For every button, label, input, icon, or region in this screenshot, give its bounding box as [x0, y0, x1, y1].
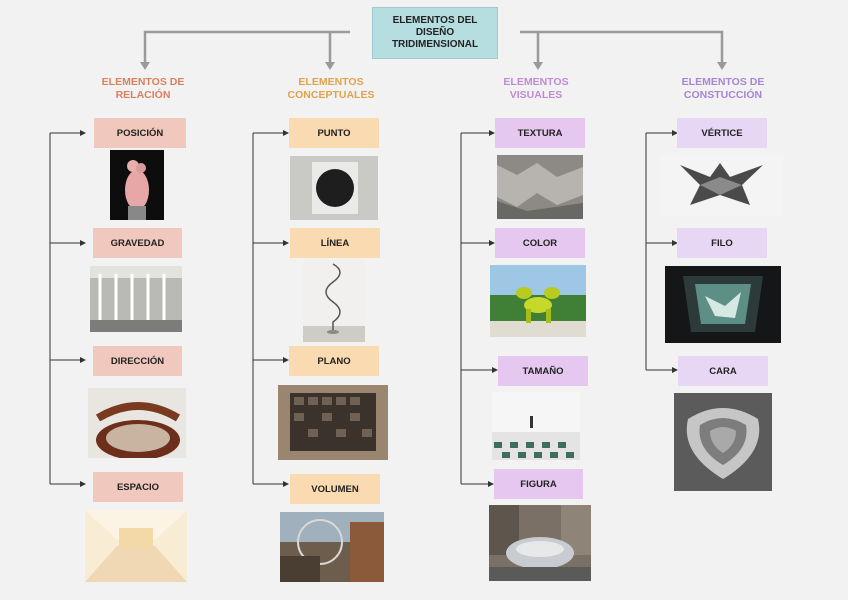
linea-image: [303, 260, 365, 342]
plano-image: [278, 385, 388, 460]
punto-image: [290, 156, 378, 220]
gravedad-image: [90, 266, 182, 332]
posicion-image: [110, 150, 164, 220]
filo-image: [665, 266, 781, 343]
item-tamano: TAMAÑO: [498, 356, 588, 386]
item-posicion: POSICIÓN: [94, 118, 186, 148]
item-textura: TEXTURA: [495, 118, 585, 148]
category-relacion: ELEMENTOS DE RELACIÓN: [101, 76, 185, 101]
category-construccion: ELEMENTOS DE CONSTUCCIÓN: [681, 76, 765, 101]
item-espacio: ESPACIO: [93, 472, 183, 502]
category-conceptuales: ELEMENTOS CONCEPTUALES: [287, 76, 375, 101]
item-volumen: VOLUMEN: [290, 474, 380, 504]
textura-image: [497, 155, 583, 219]
root-node: ELEMENTOS DEL DISEÑO TRIDIMENSIONAL: [372, 7, 498, 59]
item-figura: FIGURA: [494, 469, 583, 499]
direccion-image: [88, 388, 186, 458]
item-vertice: VÉRTICE: [677, 118, 767, 148]
figura-image: [489, 505, 591, 581]
vertice-image: [660, 155, 783, 216]
item-linea: LÍNEA: [290, 228, 380, 258]
item-direccion: DIRECCIÓN: [93, 346, 182, 376]
item-cara: CARA: [678, 356, 768, 386]
volumen-image: [280, 512, 384, 582]
item-filo: FILO: [677, 228, 767, 258]
item-plano: PLANO: [289, 346, 379, 376]
item-punto: PUNTO: [289, 118, 379, 148]
tamano-image: [492, 392, 580, 460]
category-visuales: ELEMENTOS VISUALES: [503, 76, 569, 101]
cara-image: [674, 393, 772, 491]
item-gravedad: GRAVEDAD: [93, 228, 182, 258]
espacio-image: [85, 510, 187, 582]
item-color: COLOR: [495, 228, 585, 258]
color-image: [490, 265, 586, 337]
